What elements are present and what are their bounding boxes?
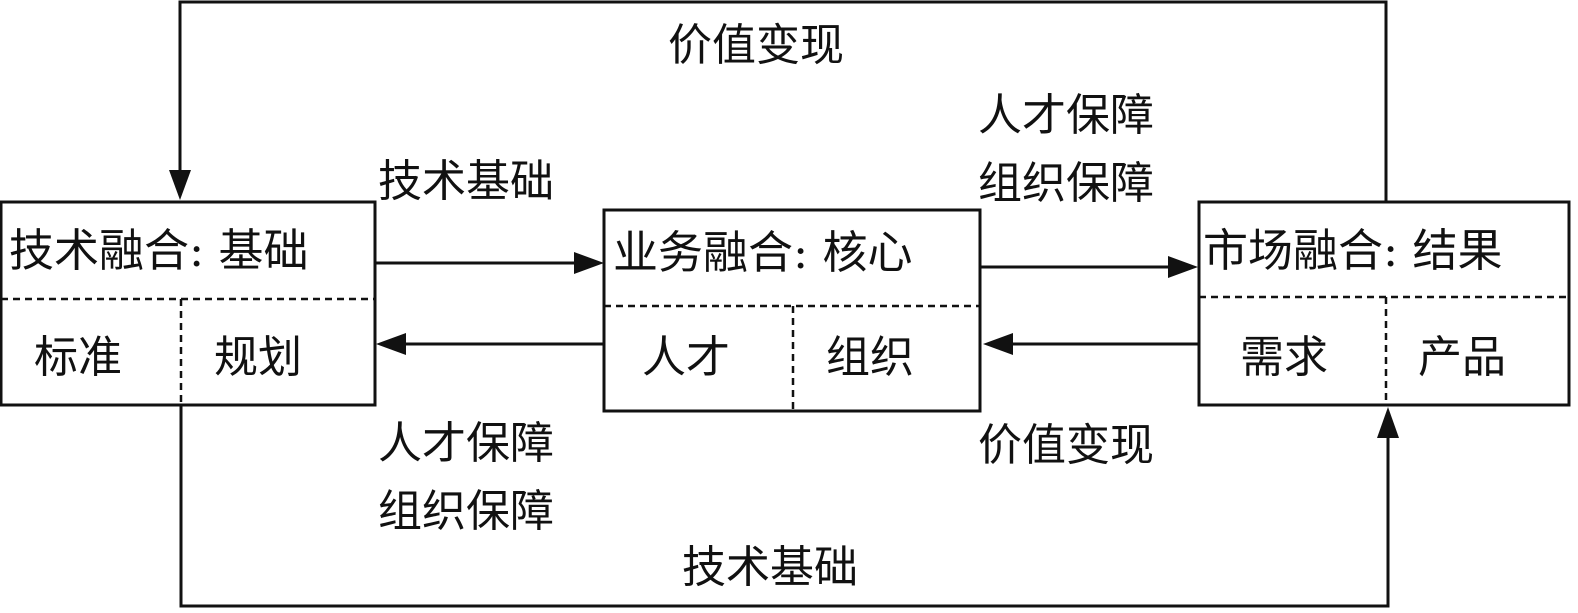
middle-box-title: 业务融合: 核心 bbox=[613, 226, 912, 279]
left-box-cell-standard: 标准 bbox=[34, 332, 122, 383]
top-loop-arrowhead bbox=[169, 170, 191, 200]
middle-box: 业务融合: 核心 人才 组织 bbox=[602, 208, 982, 413]
right-box-title: 市场融合: 结果 bbox=[1203, 224, 1502, 277]
middle-box-cell-organization: 组织 bbox=[826, 332, 914, 383]
left-to-middle-arrow bbox=[376, 252, 604, 274]
right-box: 市场融合: 结果 需求 产品 bbox=[1197, 200, 1571, 407]
right-box-cell-product: 产品 bbox=[1418, 332, 1506, 383]
bottom-loop-arrowhead bbox=[1377, 407, 1399, 438]
right-to-middle-label: 价值变现 bbox=[978, 420, 1154, 471]
bottom-loop-label: 技术基础 bbox=[682, 542, 858, 593]
middle-to-right-label-line-1: 人才保障 bbox=[978, 90, 1154, 141]
middle-to-left-label-line-1: 人才保障 bbox=[378, 418, 554, 469]
middle-to-left-label-line-2: 组织保障 bbox=[378, 486, 554, 537]
middle-to-right-label-line-2: 组织保障 bbox=[978, 158, 1154, 209]
left-box: 技术融合: 基础 标准 规划 bbox=[0, 200, 377, 407]
right-to-middle-arrow bbox=[983, 333, 1199, 355]
top-loop-connector bbox=[169, 0, 1388, 202]
middle-to-right-arrow bbox=[981, 256, 1198, 278]
bottom-loop-connector bbox=[179, 405, 1399, 608]
middle-to-left-arrow bbox=[376, 333, 604, 355]
left-box-title: 技术融合: 基础 bbox=[9, 224, 308, 277]
right-box-cell-demand: 需求 bbox=[1240, 332, 1328, 383]
middle-box-cell-talent: 人才 bbox=[642, 332, 730, 383]
left-box-cell-planning: 规划 bbox=[214, 332, 302, 383]
top-loop-label: 价值变现 bbox=[668, 20, 844, 71]
left-to-middle-label: 技术基础 bbox=[378, 156, 554, 207]
